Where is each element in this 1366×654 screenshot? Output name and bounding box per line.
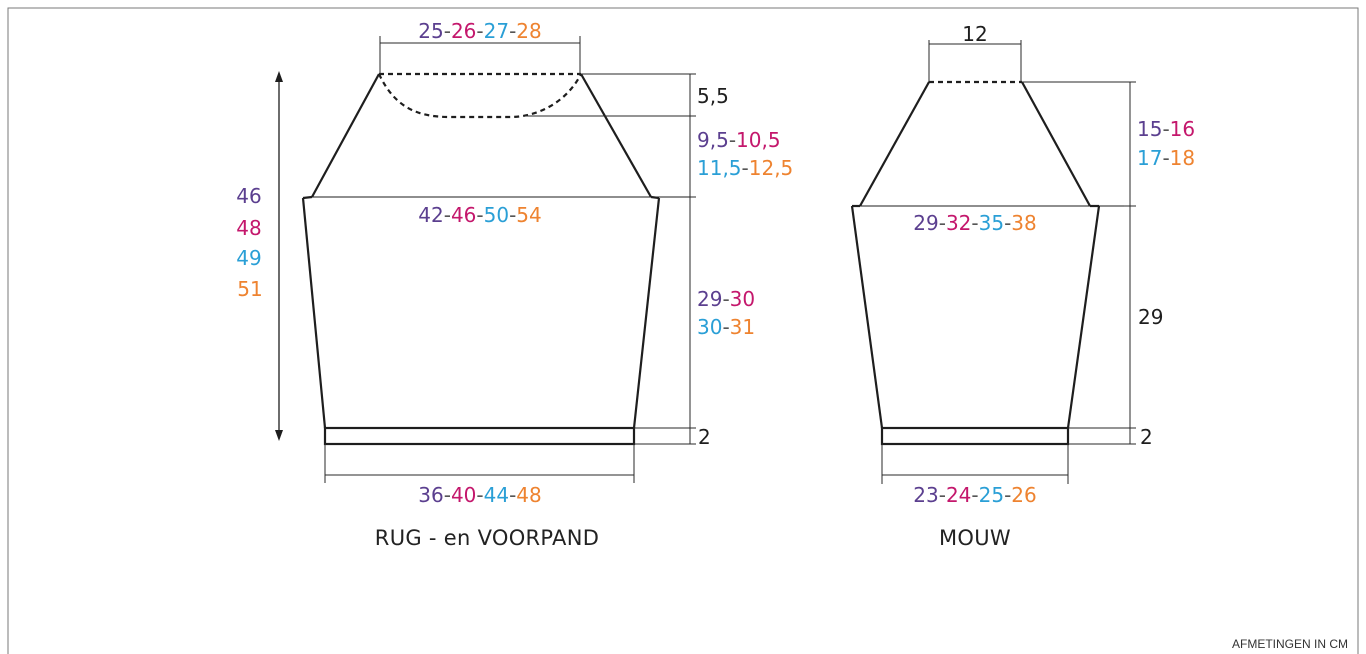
body-raglan-left [311,73,380,198]
size-separator: - [509,19,516,43]
size-separator: - [1162,117,1169,141]
size-value-4: 54 [516,203,541,227]
body-side-right [632,197,661,429]
size-separator: - [722,315,729,339]
size-value-4: 26 [1011,483,1036,507]
body-raglan-right [580,73,652,198]
sleeve-raglan-label-2: 17-18 [1137,146,1195,170]
sleeve-length-label: 29 [1138,305,1163,329]
neck-width-label: 25-26-27-28 [418,19,541,43]
size-value-3: 17 [1137,146,1162,170]
size-value-2: 10,5 [736,128,781,152]
size-separator: - [1162,146,1169,170]
chest-width-label: 42-46-50-54 [418,203,541,227]
size-value-4: 28 [516,19,541,43]
size-separator: - [742,156,749,180]
size-value-1: 36 [418,483,443,507]
size-separator: - [444,203,451,227]
size-value-2: 24 [946,483,971,507]
body-side-left [301,197,327,429]
body-neck-dashed-curve [378,73,582,119]
size-value-3: 50 [484,203,509,227]
size-separator: - [729,128,736,152]
size-value-4: 48 [516,483,541,507]
body-rib [323,426,636,446]
size-separator: - [939,211,946,235]
size-value-2: 40 [451,483,476,507]
sleeve-dimension-lines [881,40,1136,484]
sleeve-piece-title: MOUW [939,526,1011,550]
size-separator: - [971,483,978,507]
body-length-size2: 48 [236,216,261,240]
size-separator: - [971,211,978,235]
body-depth-label-1: 29-30 [697,287,755,311]
sleeve-raglan-right [1021,81,1091,207]
size-separator: - [476,203,483,227]
sleeve-upper-arm-label: 29-32-35-38 [913,211,1036,235]
sleeve-cuff-width-label: 23-24-25-26 [913,483,1036,507]
size-value-2: 46 [451,203,476,227]
size-value-1: 15 [1137,117,1162,141]
body-dimension-lines [324,36,696,483]
size-separator: - [509,203,516,227]
neck-depth-label: 5,5 [697,84,729,108]
size-value-2: 26 [451,19,476,43]
size-value-1: 29 [697,287,722,311]
body-rib-label: 2 [698,425,711,449]
bottom-width-label: 36-40-44-48 [418,483,541,507]
size-value-3: 30 [697,315,722,339]
size-value-2: 16 [1170,117,1195,141]
body-shelf-left [302,195,313,200]
body-length-size3: 49 [236,246,261,270]
size-value-1: 42 [418,203,443,227]
size-value-3: 35 [979,211,1004,235]
body-piece [301,72,690,446]
size-value-2: 30 [730,287,755,311]
page-border [7,7,1359,654]
size-separator: - [939,483,946,507]
size-separator: - [444,19,451,43]
body-length-arrow [275,71,283,441]
size-value-4: 18 [1170,146,1195,170]
body-length-size4: 51 [237,277,262,301]
sleeve-side-left [850,205,884,429]
sleeve-rib-label: 2 [1140,425,1153,449]
body-length-size1: 46 [236,184,261,208]
size-value-3: 27 [484,19,509,43]
size-value-3: 11,5 [697,156,742,180]
size-value-2: 32 [946,211,971,235]
size-value-1: 25 [418,19,443,43]
raglan-depth-label-2: 11,5-12,5 [697,156,793,180]
sleeve-rib [880,426,1070,446]
size-separator: - [722,287,729,311]
size-separator: - [509,483,516,507]
size-value-4: 38 [1011,211,1036,235]
size-value-3: 25 [979,483,1004,507]
size-separator: - [476,19,483,43]
raglan-depth-label-1: 9,5-10,5 [697,128,781,152]
size-value-1: 29 [913,211,938,235]
size-value-4: 31 [730,315,755,339]
size-value-3: 44 [484,483,509,507]
sleeve-raglan-left [859,81,930,207]
size-separator: - [1004,211,1011,235]
size-separator: - [444,483,451,507]
body-depth-label-2: 30-31 [697,315,755,339]
size-separator: - [1004,483,1011,507]
size-value-4: 12,5 [749,156,794,180]
sleeve-side-right [1066,205,1101,429]
sleeve-piece [850,80,1133,446]
body-piece-title: RUG - en VOORPAND [375,526,599,550]
size-separator: - [476,483,483,507]
size-value-1: 23 [913,483,938,507]
units-note: AFMETINGEN IN CM [1232,637,1348,651]
sleeve-raglan-label-1: 15-16 [1137,117,1195,141]
sleeve-top-width-label: 12 [962,22,987,46]
size-value-1: 9,5 [697,128,729,152]
